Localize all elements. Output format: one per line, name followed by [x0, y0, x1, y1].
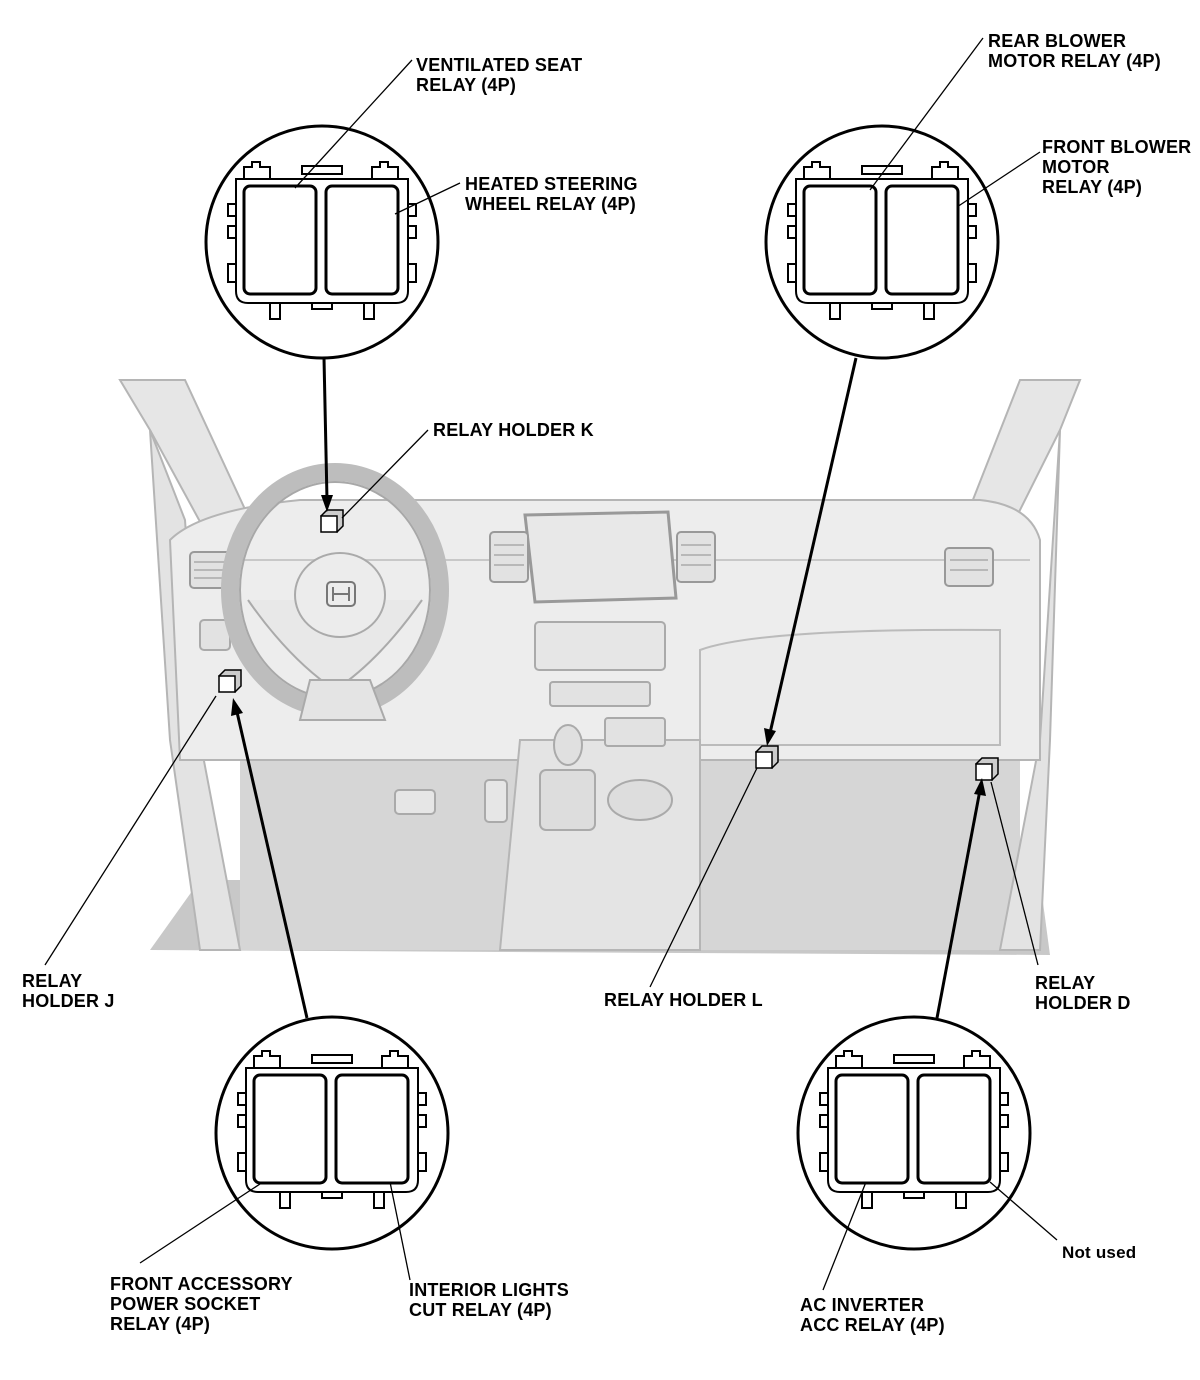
leader-lines [44, 37, 1058, 1291]
label-relay-holder-j: RELAY HOLDER J [22, 971, 115, 1011]
callout-circle-holder-d [796, 1015, 1032, 1251]
label-heated-steering-wheel-relay: HEATED STEERING WHEEL RELAY (4P) [465, 174, 638, 214]
label-front-accessory-power-socket-relay: FRONT ACCESSORY POWER SOCKET RELAY (4P) [110, 1274, 293, 1334]
arrow-leaders [235, 357, 982, 1019]
callout-circle-holder-k [204, 124, 440, 360]
dashboard-illustration [118, 379, 1082, 955]
label-rear-blower-motor-relay: REAR BLOWER MOTOR RELAY (4P) [988, 31, 1161, 71]
label-relay-holder-k: RELAY HOLDER K [433, 420, 594, 440]
label-ac-inverter-acc-relay: AC INVERTER ACC RELAY (4P) [800, 1295, 945, 1335]
callout-circle-holder-l [764, 124, 1000, 360]
label-relay-holder-l: RELAY HOLDER L [604, 990, 763, 1010]
label-relay-holder-d: RELAY HOLDER D [1035, 973, 1131, 1013]
relay-holder-l-icon [755, 745, 779, 769]
label-interior-lights-cut-relay: INTERIOR LIGHTS CUT RELAY (4P) [409, 1280, 569, 1320]
label-not-used: Not used [1062, 1243, 1137, 1262]
honda-logo-icon [326, 581, 356, 607]
relay-holder-d-icon [975, 757, 999, 781]
relay-holder-k-icon [320, 509, 344, 533]
label-ventilated-seat-relay: VENTILATED SEAT RELAY (4P) [416, 55, 583, 95]
arrow-heads [231, 495, 986, 796]
relay-holder-j-icon [218, 669, 242, 693]
callout-circle-holder-j [214, 1015, 450, 1251]
label-front-blower-motor-relay: FRONT BLOWER MOTOR RELAY (4P) [1042, 137, 1192, 197]
